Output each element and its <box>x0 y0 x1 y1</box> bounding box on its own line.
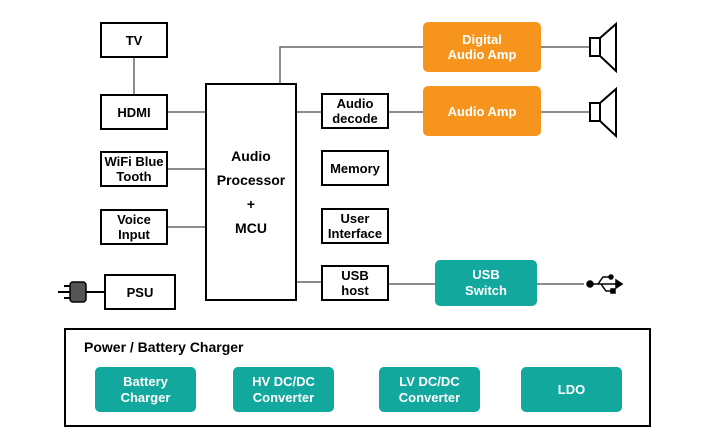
usb-icon <box>586 274 624 294</box>
audio-amp-block: Audio Amp <box>423 86 541 136</box>
usb-switch-block: USB Switch <box>435 260 537 306</box>
processor-label-line2: Processor <box>216 172 286 188</box>
audio-decode-block: Audio decode <box>321 93 389 129</box>
memory-block: Memory <box>321 150 389 186</box>
user-interface-block: User Interface <box>321 208 389 244</box>
psu-block: PSU <box>104 274 176 310</box>
hdmi-block: HDMI <box>100 94 168 130</box>
battery-charger-block: Battery Charger <box>95 367 196 412</box>
audio-processor-mcu-block: Audio Processor + MCU <box>205 83 297 301</box>
power-battery-charger-panel: Power / Battery Charger <box>64 328 651 427</box>
power-plug-icon <box>58 281 104 303</box>
ldo-block: LDO <box>521 367 622 412</box>
processor-label-line3: + <box>246 196 256 212</box>
wifi-bluetooth-block: WiFi Blue Tooth <box>100 151 168 187</box>
usb-host-block: USB host <box>321 265 389 301</box>
voice-input-block: Voice Input <box>100 209 168 245</box>
processor-label-line4: MCU <box>235 220 267 236</box>
speaker-icon <box>589 21 617 74</box>
power-panel-title: Power / Battery Charger <box>84 339 244 355</box>
speaker-icon <box>589 86 617 139</box>
tv-block: TV <box>100 22 168 58</box>
processor-label-line1: Audio <box>231 148 271 164</box>
lv-dcdc-converter-block: LV DC/DC Converter <box>379 367 480 412</box>
digital-audio-amp-block: Digital Audio Amp <box>423 22 541 72</box>
connector-processor-digital-amp <box>279 46 423 83</box>
hv-dcdc-converter-block: HV DC/DC Converter <box>233 367 334 412</box>
